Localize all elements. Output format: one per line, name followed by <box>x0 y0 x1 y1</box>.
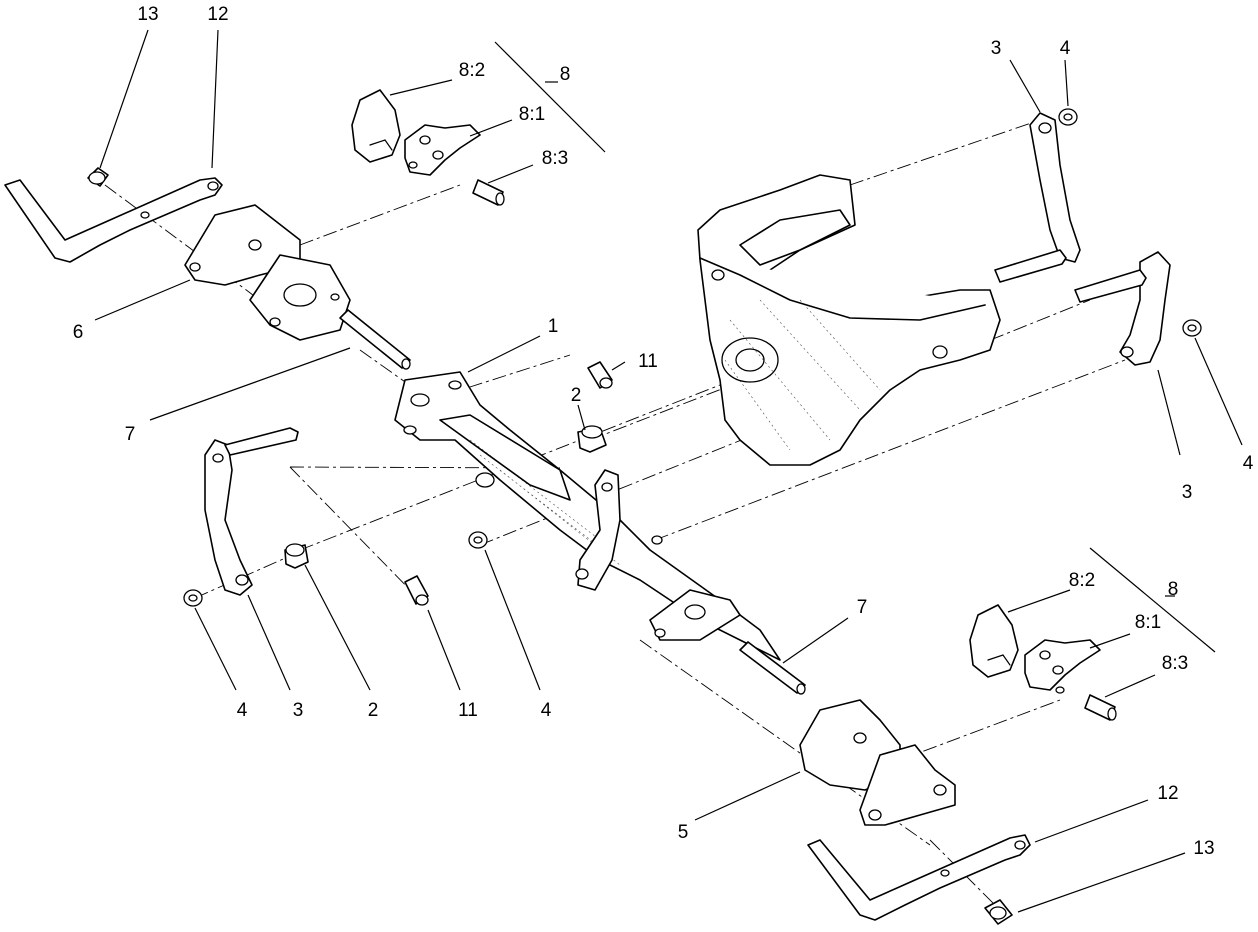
link-arm-right <box>1074 251 1171 366</box>
handle-bottom <box>807 834 1031 921</box>
callout-3-top-right: 3 <box>991 38 1002 59</box>
link-arm-center <box>575 469 621 591</box>
callout-8-2-top: 8:2 <box>459 60 485 81</box>
callout-3-right: 3 <box>1182 482 1193 503</box>
callout-8-top: 8 <box>560 64 571 85</box>
callout-8-2-bottom: 8:2 <box>1069 570 1095 591</box>
callout-12-bottom: 12 <box>1157 783 1178 804</box>
lock-kit-top <box>351 89 505 206</box>
main-axle-frame <box>394 371 781 661</box>
callout-7-left: 7 <box>125 424 136 445</box>
nuts <box>183 108 1202 607</box>
callout-4-bottom-left: 4 <box>237 700 248 721</box>
callout-7-right: 7 <box>857 597 868 618</box>
callout-2-bottom-left: 2 <box>368 700 379 721</box>
callout-13-top: 13 <box>137 4 158 25</box>
callout-13-bottom: 13 <box>1193 838 1214 859</box>
callout-1: 1 <box>548 316 559 337</box>
bolt-13-top <box>87 167 109 187</box>
callout-4-right: 4 <box>1243 453 1254 474</box>
callout-8-1-top: 8:1 <box>519 104 545 125</box>
bolt-11-top <box>587 361 613 389</box>
bushing-top <box>577 425 607 453</box>
link-arm-top-right <box>994 112 1081 283</box>
pin-right <box>739 641 806 695</box>
bolt-13-bottom <box>984 899 1013 925</box>
callout-4-top-right: 4 <box>1060 38 1071 59</box>
lock-kit-bottom <box>969 604 1117 721</box>
pin-left <box>339 309 411 370</box>
callout-12-top: 12 <box>207 4 228 25</box>
callout-11-bottom-left: 11 <box>458 700 478 721</box>
callout-8-3-top: 8:3 <box>542 148 568 169</box>
front-bracket <box>799 699 956 826</box>
rear-bracket <box>184 204 351 341</box>
callout-11-top: 11 <box>638 351 658 372</box>
link-arm-left <box>204 427 299 596</box>
caster-housing <box>697 174 1001 466</box>
callout-8-3-bottom: 8:3 <box>1162 653 1188 674</box>
callout-8-1-bottom: 8:1 <box>1135 612 1161 633</box>
callout-6: 6 <box>73 322 84 343</box>
bushing-left <box>284 543 309 569</box>
handle-top <box>4 177 223 263</box>
callout-8-bottom: 8 <box>1168 579 1179 600</box>
callout-5: 5 <box>678 822 689 843</box>
bolt-11-bottom <box>404 575 429 606</box>
callout-3-bottom-left: 3 <box>293 700 304 721</box>
callout-4-bottom-center: 4 <box>541 700 552 721</box>
leader-lines <box>94 29 1243 913</box>
callout-2-top: 2 <box>571 385 582 406</box>
callout-labels: 13 12 8:2 8 8:1 8:3 6 7 1 11 2 3 4 4 3 4… <box>73 4 1254 859</box>
